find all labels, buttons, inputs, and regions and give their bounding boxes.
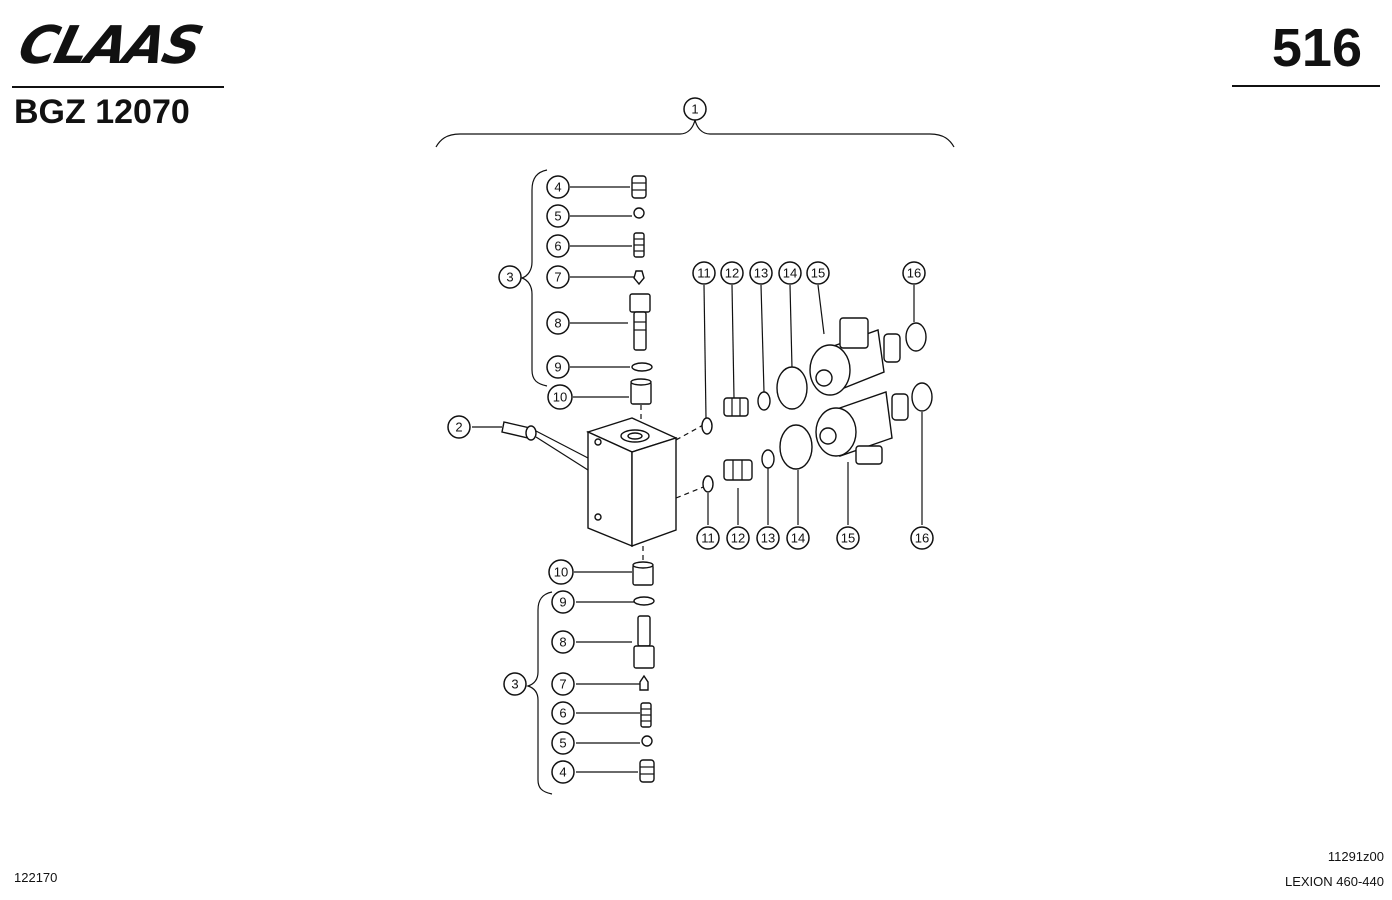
svg-text:15: 15 — [841, 531, 855, 546]
brace-lower-valve — [526, 591, 553, 795]
callout-2: 2 — [447, 415, 471, 439]
callout-15-upper: 15 — [806, 261, 830, 285]
header-rule-left — [12, 86, 224, 88]
callout-14-lower: 14 — [786, 526, 810, 550]
callout-5-lower: 5 — [551, 731, 575, 755]
callout-10-upper: 10 — [547, 384, 573, 410]
callout-7-upper: 7 — [546, 265, 570, 289]
callout-7-lower: 7 — [551, 672, 575, 696]
callout-11-upper: 11 — [692, 261, 716, 285]
solenoid-upper-row — [701, 317, 927, 435]
svg-text:6: 6 — [554, 239, 561, 254]
svg-text:11: 11 — [701, 531, 715, 546]
brace-assembly — [435, 119, 955, 148]
svg-text:3: 3 — [511, 677, 518, 692]
svg-text:4: 4 — [559, 765, 566, 780]
callout-16-lower: 16 — [910, 526, 934, 550]
svg-text:5: 5 — [559, 736, 566, 751]
svg-text:13: 13 — [754, 266, 768, 281]
callout-13-upper: 13 — [749, 261, 773, 285]
callout-4-lower: 4 — [551, 760, 575, 784]
drawing-number: 11291z00 — [1327, 849, 1384, 864]
callout-12-upper: 12 — [720, 261, 744, 285]
callout-11-lower: 11 — [696, 526, 720, 550]
svg-text:9: 9 — [559, 595, 566, 610]
upper-cartridge-stack — [629, 175, 653, 405]
callout-12-lower: 12 — [726, 526, 750, 550]
svg-text:12: 12 — [725, 266, 739, 281]
axis-lower-port — [675, 485, 707, 499]
svg-text:16: 16 — [915, 531, 929, 546]
svg-text:8: 8 — [554, 316, 561, 331]
axis-upper-port — [675, 423, 706, 441]
callout-13-lower: 13 — [756, 526, 780, 550]
lower-cartridge-stack — [632, 561, 655, 783]
callout-3-upper: 3 — [498, 265, 522, 289]
svg-text:10: 10 — [554, 565, 568, 580]
solenoid-coil-upper — [809, 317, 901, 396]
svg-text:10: 10 — [553, 390, 567, 405]
svg-text:5: 5 — [554, 209, 561, 224]
valve-block — [535, 417, 678, 548]
svg-text:6: 6 — [559, 706, 566, 721]
svg-text:4: 4 — [554, 180, 561, 195]
leaders-lower — [574, 571, 640, 773]
callout-9-lower: 9 — [551, 590, 575, 614]
svg-text:9: 9 — [554, 360, 561, 375]
callout-14-upper: 14 — [778, 261, 802, 285]
svg-text:7: 7 — [554, 270, 561, 285]
callout-9-upper: 9 — [546, 355, 570, 379]
svg-text:1: 1 — [691, 102, 698, 117]
brace-upper-valve — [520, 169, 548, 387]
svg-text:8: 8 — [559, 635, 566, 650]
svg-text:7: 7 — [559, 677, 566, 692]
callout-16-upper: 16 — [902, 261, 926, 285]
footer-code: 122170 — [14, 870, 58, 885]
leaders-upper — [570, 186, 634, 398]
callout-4-upper: 4 — [546, 175, 570, 199]
header-rule-right — [1232, 85, 1380, 87]
solenoid-coil-lower — [815, 391, 909, 465]
fitting-part-2 — [501, 421, 537, 441]
svg-text:14: 14 — [791, 531, 805, 546]
callout-6-lower: 6 — [551, 701, 575, 725]
svg-text:11: 11 — [697, 266, 711, 281]
svg-text:15: 15 — [811, 266, 825, 281]
svg-text:3: 3 — [506, 270, 513, 285]
svg-text:2: 2 — [455, 420, 462, 435]
callout-8-upper: 8 — [546, 311, 570, 335]
callout-1: 1 — [683, 97, 707, 121]
document-code: BGZ 12070 — [14, 93, 190, 131]
model-name: LEXION 460-440 — [1284, 874, 1384, 889]
svg-text:13: 13 — [761, 531, 775, 546]
callout-10-lower: 10 — [548, 559, 574, 585]
page-number: 516 — [1271, 18, 1362, 78]
solenoid-lower-row — [702, 382, 933, 493]
callout-3-lower: 3 — [503, 672, 527, 696]
callout-5-upper: 5 — [546, 204, 570, 228]
callout-8-lower: 8 — [551, 630, 575, 654]
callout-15-lower: 15 — [836, 526, 860, 550]
svg-text:16: 16 — [907, 266, 921, 281]
callout-6-upper: 6 — [546, 234, 570, 258]
leaders-right — [472, 284, 923, 525]
svg-text:14: 14 — [783, 266, 797, 281]
svg-text:12: 12 — [731, 531, 745, 546]
